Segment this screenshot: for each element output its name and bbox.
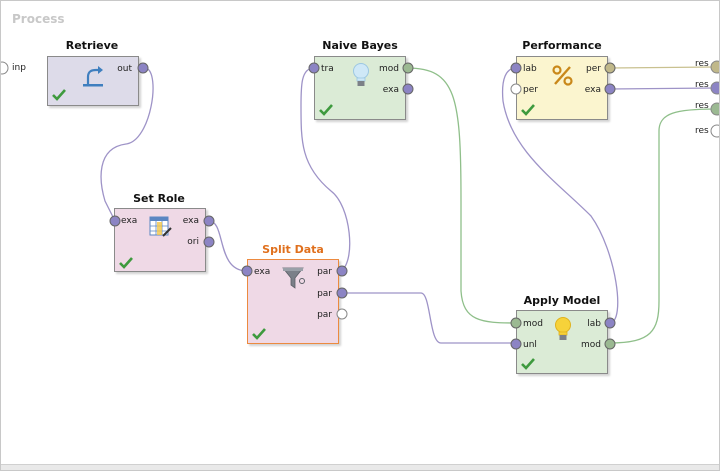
retrieve-out-port[interactable] (137, 62, 149, 74)
res-port-label-1: res (695, 59, 709, 69)
res-port-1 (710, 60, 719, 74)
res-port-label-2: res (695, 80, 709, 90)
splitdata-par-1-label: par (317, 267, 332, 277)
res-port-3 (710, 102, 719, 116)
check-icon (319, 104, 333, 116)
wire-applymodel-performance (501, 67, 619, 324)
splitdata-par-1-port[interactable] (336, 265, 348, 277)
wire-splitdata-applymodel (341, 292, 516, 344)
applymodel-unl-in-label: unl (523, 340, 537, 350)
wire-performance-res2 (609, 87, 717, 90)
setrole-exa-out-label: exa (182, 216, 199, 226)
applymodel-lab-out-label: lab (587, 319, 601, 329)
wire-applymodel-res (609, 108, 717, 344)
splitdata-par-3-label: par (317, 310, 332, 320)
operator-apply-model[interactable]: mod unl lab mod (516, 310, 608, 374)
splitdata-par-3-port[interactable] (336, 308, 348, 320)
applymodel-unl-in-port[interactable] (510, 338, 522, 350)
splitdata-par-2-label: par (317, 289, 332, 299)
naivebayes-exa-out-port[interactable] (402, 83, 414, 95)
wire-retrieve-setrole (100, 67, 154, 222)
naivebayes-tra-in-label: tra (321, 64, 334, 74)
operator-set-role[interactable]: exa exa ori (114, 208, 206, 272)
setrole-exa-out-port[interactable] (203, 215, 215, 227)
splitdata-par-2-port[interactable] (336, 287, 348, 299)
applymodel-mod-in-port[interactable] (510, 317, 522, 329)
applymodel-lab-out-port[interactable] (604, 317, 616, 329)
percent-icon (552, 65, 573, 86)
res-port-2 (710, 81, 719, 95)
operator-title-performance: Performance (522, 39, 602, 52)
wire-naivebayes-applymodel (406, 67, 517, 324)
operator-title-naive-bayes: Naive Bayes (322, 39, 398, 52)
splitdata-exa-in-label: exa (254, 267, 271, 277)
inp-port-label: inp (12, 63, 26, 73)
splitdata-exa-in-port[interactable] (241, 265, 253, 277)
res-port-4 (710, 124, 719, 138)
setrole-ori-out-label: ori (187, 237, 199, 247)
operator-performance[interactable]: lab per per exa (516, 56, 608, 120)
retrieve-arrow-icon (83, 66, 103, 87)
check-icon (52, 89, 66, 101)
performance-lab-in-label: lab (523, 64, 537, 74)
process-title: Process (12, 12, 65, 26)
wire-splitdata-naivebayes (300, 67, 351, 272)
naivebayes-mod-out-port[interactable] (402, 62, 414, 74)
operator-title-retrieve: Retrieve (65, 39, 119, 52)
naivebayes-tra-in-port[interactable] (308, 62, 320, 74)
operator-title-apply-model: Apply Model (523, 294, 601, 307)
operator-title-split-data: Split Data (262, 243, 324, 256)
check-icon (252, 328, 266, 340)
applymodel-mod-out-label: mod (581, 340, 601, 350)
performance-exa-out-label: exa (584, 85, 601, 95)
performance-per-out-label: per (586, 64, 601, 74)
lightbulb-yellow-icon (555, 317, 571, 340)
applymodel-mod-in-label: mod (523, 319, 543, 329)
check-icon (521, 104, 535, 116)
lightbulb-blue-icon (353, 63, 369, 86)
naivebayes-mod-out-label: mod (379, 64, 399, 74)
applymodel-mod-out-port[interactable] (604, 338, 616, 350)
funnel-icon (282, 267, 305, 289)
setrole-exa-in-label: exa (121, 216, 138, 226)
wire-performance-res1 (609, 66, 717, 69)
naivebayes-exa-out-label: exa (382, 85, 399, 95)
table-edit-icon (149, 216, 172, 237)
performance-per-in-label: per (523, 85, 538, 95)
operator-retrieve[interactable]: out (47, 56, 139, 106)
performance-exa-out-port[interactable] (604, 83, 616, 95)
inp-port (1, 61, 9, 75)
operator-naive-bayes[interactable]: tra mod exa (314, 56, 406, 120)
performance-per-in-port[interactable] (510, 83, 522, 95)
res-port-label-3: res (695, 101, 709, 111)
setrole-ori-out-port[interactable] (203, 236, 215, 248)
performance-lab-in-port[interactable] (510, 62, 522, 74)
horizontal-scrollbar[interactable] (1, 464, 719, 470)
check-icon (119, 257, 133, 269)
operator-title-set-role: Set Role (133, 192, 185, 205)
setrole-exa-in-port[interactable] (109, 215, 121, 227)
check-icon (521, 358, 535, 370)
performance-per-out-port[interactable] (604, 62, 616, 74)
res-port-label-4: res (695, 126, 709, 136)
operator-split-data[interactable]: exa par par par (247, 259, 339, 344)
retrieve-out-port-label: out (117, 64, 132, 74)
